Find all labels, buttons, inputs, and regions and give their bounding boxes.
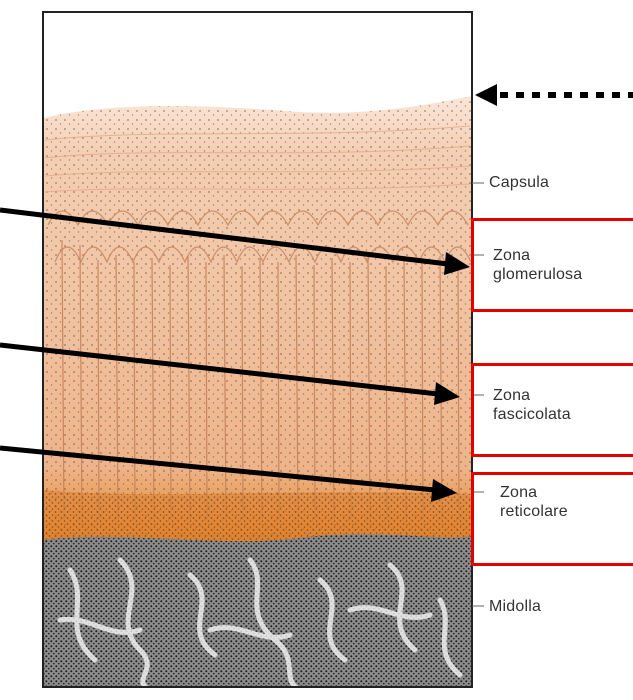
label-zona-fascicolata: Zona fascicolata [493,386,571,424]
dotted-left-arrow-icon [475,84,633,106]
label-reticolare-line2: reticolare [500,502,568,521]
label-glomerulosa-line1: Zona [493,246,582,265]
label-fascicolata-line1: Zona [493,386,571,405]
label-glomerulosa-line2: glomerulosa [493,265,582,284]
tissue-illustration [43,12,472,690]
label-midolla-text: Midolla [489,598,541,615]
label-capsula-text: Capsula [489,174,549,191]
label-capsula: Capsula [489,173,549,192]
label-reticolare-line1: Zona [500,483,568,502]
label-fascicolata-line2: fascicolata [493,405,571,424]
label-zona-reticolare: Zona reticolare [500,483,568,521]
label-zona-glomerulosa: Zona glomerulosa [493,246,582,284]
label-midolla: Midolla [489,597,541,616]
